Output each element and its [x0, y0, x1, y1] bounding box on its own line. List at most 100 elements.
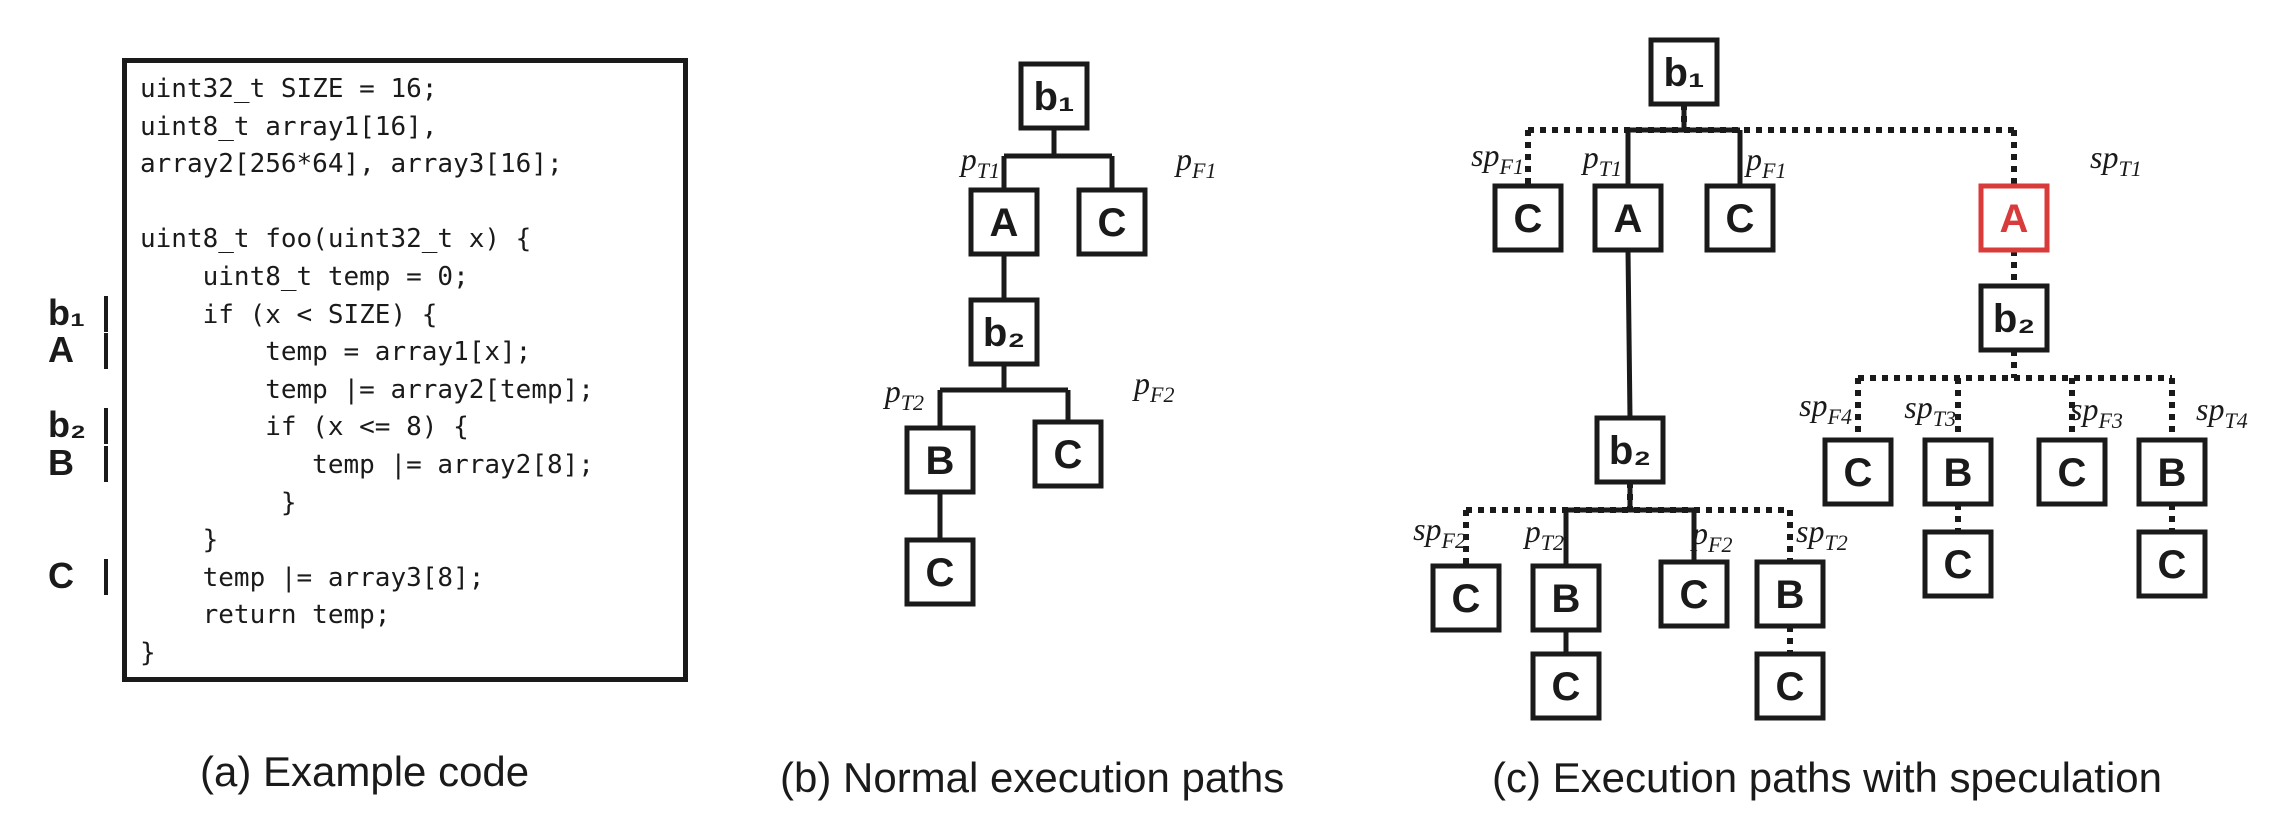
node-label: C: [2058, 451, 2087, 495]
branch-label: pT2: [883, 373, 924, 415]
code-line: return temp;: [140, 600, 391, 631]
node-label: b₂: [983, 311, 1025, 355]
node-b-a: A: [968, 187, 1040, 257]
node-c-a1: A: [1592, 183, 1664, 253]
code-line: temp |= array3[8];: [140, 562, 485, 593]
node-c-cl3: C: [1530, 651, 1602, 721]
branch-label: spT3: [1904, 389, 1956, 431]
node-label: C: [2158, 543, 2187, 587]
node-label: b₂: [1993, 297, 2035, 341]
node-box: [1922, 529, 1994, 599]
code-line: }: [140, 525, 219, 556]
node-box: [1032, 419, 1104, 489]
node-box: [1978, 183, 2050, 253]
node-label: b₁: [1664, 51, 1705, 95]
node-c-b2r: b₂: [1978, 283, 2050, 353]
node-box: [968, 187, 1040, 257]
node-box: [2136, 529, 2208, 599]
code-line: uint8_t temp = 0;: [140, 262, 469, 292]
code-line: }: [140, 487, 297, 518]
node-label: C: [1944, 543, 1973, 587]
node-box: [2036, 437, 2108, 507]
node-label: C: [1452, 577, 1481, 621]
node-box: [1594, 415, 1666, 485]
node-c-c2: C: [1704, 183, 1776, 253]
node-b-c3: C: [904, 537, 976, 607]
branch-label: spF1: [1471, 137, 1524, 179]
node-box: [2136, 437, 2208, 507]
node-box: [1492, 183, 1564, 253]
node-c-cr3: C: [1922, 529, 1994, 599]
node-label: C: [1844, 451, 1873, 495]
code-line: if (x <= 8) {: [140, 412, 469, 443]
node-box: [1754, 559, 1826, 629]
node-box: [1754, 651, 1826, 721]
node-label: C: [1680, 573, 1709, 617]
code-line: temp |= array2[temp];: [140, 374, 594, 405]
node-c-a2: A: [1978, 183, 2050, 253]
branch-label: pF2: [1132, 365, 1174, 407]
node-c-br1: B: [1922, 437, 1994, 507]
code-line: uint8_t array1[16],: [140, 111, 438, 142]
node-box: [1018, 61, 1090, 131]
branch-label: spT1: [2090, 139, 2142, 181]
node-label: A: [2000, 197, 2029, 241]
node-label: B: [2158, 451, 2187, 495]
node-label: C: [1098, 201, 1127, 245]
branch-label: pT1: [959, 141, 1000, 183]
node-c-br2: B: [2136, 437, 2208, 507]
node-b-b2: b₂: [968, 297, 1040, 367]
node-c-cr1: C: [1822, 437, 1894, 507]
code-box: [122, 58, 688, 682]
branch-label: spT2: [1796, 513, 1848, 555]
code-marker-label: b₂: [48, 404, 86, 446]
node-box: [1530, 651, 1602, 721]
caption-a: (a) Example code: [200, 748, 530, 795]
branch-label: pF1: [1174, 141, 1216, 183]
code-marker-label: C: [48, 554, 74, 596]
branch-label: pT1: [1581, 139, 1622, 181]
node-label: b₂: [1609, 429, 1651, 473]
branch-label: spF4: [1799, 387, 1852, 429]
code-line: temp = array1[x];: [140, 337, 532, 368]
branch-label: spF2: [1413, 511, 1466, 553]
caption-b: (b) Normal execution paths: [780, 754, 1285, 801]
node-c-bl2: B: [1754, 559, 1826, 629]
node-box: [1076, 187, 1148, 257]
caption-c: (c) Execution paths with speculation: [1492, 754, 2163, 801]
node-b-b1: b₁: [1018, 61, 1090, 131]
node-b-b: B: [904, 425, 976, 495]
node-box: [968, 297, 1040, 367]
code-marker-bar: [104, 446, 108, 482]
branch-label: pF1: [1744, 141, 1786, 183]
code-line: uint8_t foo(uint32_t x) {: [140, 224, 532, 255]
node-b-c1: C: [1076, 187, 1148, 257]
node-box: [1704, 183, 1776, 253]
node-c-cl4: C: [1754, 651, 1826, 721]
node-box: [1648, 37, 1720, 107]
node-label: b₁: [1034, 75, 1075, 119]
code-line: }: [140, 638, 156, 668]
code-marker-bar: [104, 408, 108, 445]
code-marker-bar: [104, 295, 108, 332]
node-label: C: [1726, 197, 1755, 241]
node-label: B: [1552, 577, 1581, 621]
node-label: C: [926, 551, 955, 595]
node-box: [1430, 563, 1502, 633]
code-line: uint32_t SIZE = 16;: [140, 74, 438, 104]
branch-label: spT4: [2196, 391, 2248, 433]
node-label: C: [1552, 665, 1581, 709]
node-c-cl2: C: [1658, 559, 1730, 629]
node-label: C: [1054, 433, 1083, 477]
code-marker-bar: [104, 333, 108, 370]
node-label: C: [1514, 197, 1543, 241]
branch-label: pF2: [1690, 515, 1732, 557]
node-label: A: [1614, 197, 1643, 241]
node-label: B: [926, 439, 955, 483]
node-box: [1922, 437, 1994, 507]
node-box: [904, 537, 976, 607]
branch-label: pT2: [1523, 513, 1564, 555]
code-line: array2[256*64], array3[16];: [140, 149, 563, 180]
node-c-c1: C: [1492, 183, 1564, 253]
